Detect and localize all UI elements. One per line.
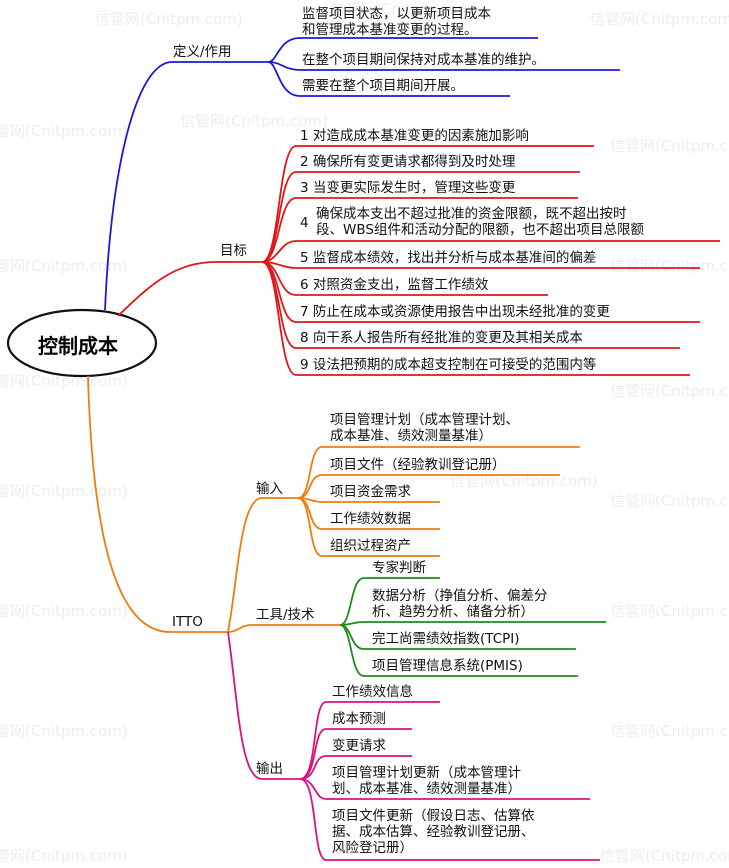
goal-item: 确保成本支出不超过批准的资金限额，既不超出按时 段、WBS组件和活动分配的限额，… xyxy=(316,206,644,238)
itto-trunk-line xyxy=(87,375,228,633)
goal-item: 2 确保所有变更请求都得到及时处理 xyxy=(300,154,516,170)
goal-item: 6 对照资金支出，监督工作绩效 xyxy=(300,277,489,293)
watermark: 信管网(Cnitpm.com) xyxy=(0,602,128,620)
definition-item: 监督项目状态，以更新项目成本 和管理成本基准变更的过程。 xyxy=(302,6,491,38)
watermark: 信管网(Cnitpm.com) xyxy=(610,382,729,400)
definition-item: 需要在整个项目期间开展。 xyxy=(302,78,464,94)
watermark: 信管网(Cnitpm.com) xyxy=(610,722,729,740)
root-node-ellipse xyxy=(6,308,158,378)
output-item: 项目文件更新（假设日志、估算依 据、成本估算、经验教训登记册、 风险登记册） xyxy=(332,808,535,856)
goal-item: 1 对造成成本基准变更的因素施加影响 xyxy=(300,128,529,144)
watermark: 信管网(Cnitpm.com) xyxy=(610,137,729,155)
watermark: 信管网(Cnitpm.com) xyxy=(95,10,243,28)
watermark: 信管网(Cnitpm.com) xyxy=(610,602,729,620)
input-item: 组织过程资产 xyxy=(330,538,411,554)
itto-label: ITTO xyxy=(172,614,203,630)
definition-label: 定义/作用 xyxy=(173,44,232,60)
tool-item: 完工尚需绩效指数(TCPI) xyxy=(372,631,520,647)
root-node-label: 控制成本 xyxy=(38,334,118,358)
watermark: 信管网(Cnitpm.com) xyxy=(600,847,729,865)
goal-item: 8 向干系人报告所有经批准的变更及其相关成本 xyxy=(300,330,583,346)
goals-branch-lines xyxy=(117,145,720,376)
goal-item-number: 4 xyxy=(300,215,309,231)
input-item: 工作绩效数据 xyxy=(330,511,411,527)
watermark: 信管网(Cnitpm.com) xyxy=(330,0,478,18)
goal-item: 3 当变更实际发生时，管理这些变更 xyxy=(300,180,516,196)
output-item: 成本预测 xyxy=(332,711,386,727)
definition-item: 在整个项目期间保持对成本基准的维护。 xyxy=(302,52,545,68)
watermark: 信管网(Cnitpm.com) xyxy=(0,722,128,740)
input-item: 项目资金需求 xyxy=(330,484,411,500)
watermark: 信管网(Cnitpm.com) xyxy=(610,492,729,510)
inputs-label: 输入 xyxy=(256,481,283,497)
watermark: 信管网(Cnitpm.com) xyxy=(450,472,598,490)
input-item: 项目管理计划（成本管理计划、 成本基准、绩效测量基准） xyxy=(330,412,519,444)
goal-item: 5 监督成本绩效，找出并分析与成本基准间的偏差 xyxy=(300,250,597,266)
goal-item: 7 防止在成本或资源使用报告中出现未经批准的变更 xyxy=(300,304,610,320)
goal-item: 9 设法把预期的成本超支控制在可接受的范围内等 xyxy=(300,357,597,373)
output-item: 变更请求 xyxy=(332,738,386,754)
tool-item: 数据分析（挣值分析、偏差分 析、趋势分析、储备分析） xyxy=(372,588,548,620)
goals-label: 目标 xyxy=(220,243,247,259)
tools-label: 工具/技术 xyxy=(256,607,315,623)
watermark: 信管网(Cnitpm.com) xyxy=(590,10,729,28)
output-item: 工作绩效信息 xyxy=(332,684,413,700)
outputs-branch-lines xyxy=(227,631,600,861)
watermark: 信管网(Cnitpm.com) xyxy=(610,257,729,275)
definition-branch-lines xyxy=(104,37,620,311)
tools-branch-lines xyxy=(227,577,606,677)
outputs-label: 输出 xyxy=(256,761,283,777)
watermark: 信管网(Cnitpm.com) xyxy=(0,257,128,275)
inputs-branch-lines xyxy=(227,446,580,633)
input-item: 项目文件（经验教训登记册） xyxy=(330,457,506,473)
tool-item: 项目管理信息系统(PMIS) xyxy=(372,658,523,674)
watermark: 信管网(Cnitpm.com) xyxy=(180,112,328,130)
tool-item: 专家判断 xyxy=(372,560,426,576)
output-item: 项目管理计划更新（成本管理计 划、成本基准、绩效测量基准） xyxy=(332,765,521,797)
watermark: 信管网(Cnitpm.com) xyxy=(0,122,128,140)
watermark: 信管网(Cnitpm.com) xyxy=(0,847,128,865)
